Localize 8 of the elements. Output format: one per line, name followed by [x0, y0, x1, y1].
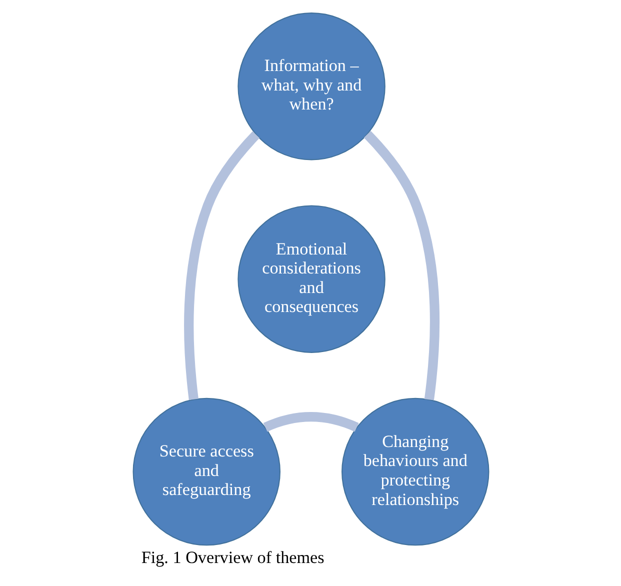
connector — [184, 131, 260, 400]
connector — [363, 130, 440, 400]
caption: Fig. 1 Overview of themes — [140, 548, 324, 568]
node-circle: Secure access and safeguarding — [132, 398, 280, 546]
node-circle: Emotional considerations and consequences — [237, 205, 385, 353]
connector — [262, 412, 358, 432]
node-circle: Changing behaviours and protecting relationships — [341, 398, 489, 546]
node-circle: Information – what, why and when? — [237, 12, 385, 160]
